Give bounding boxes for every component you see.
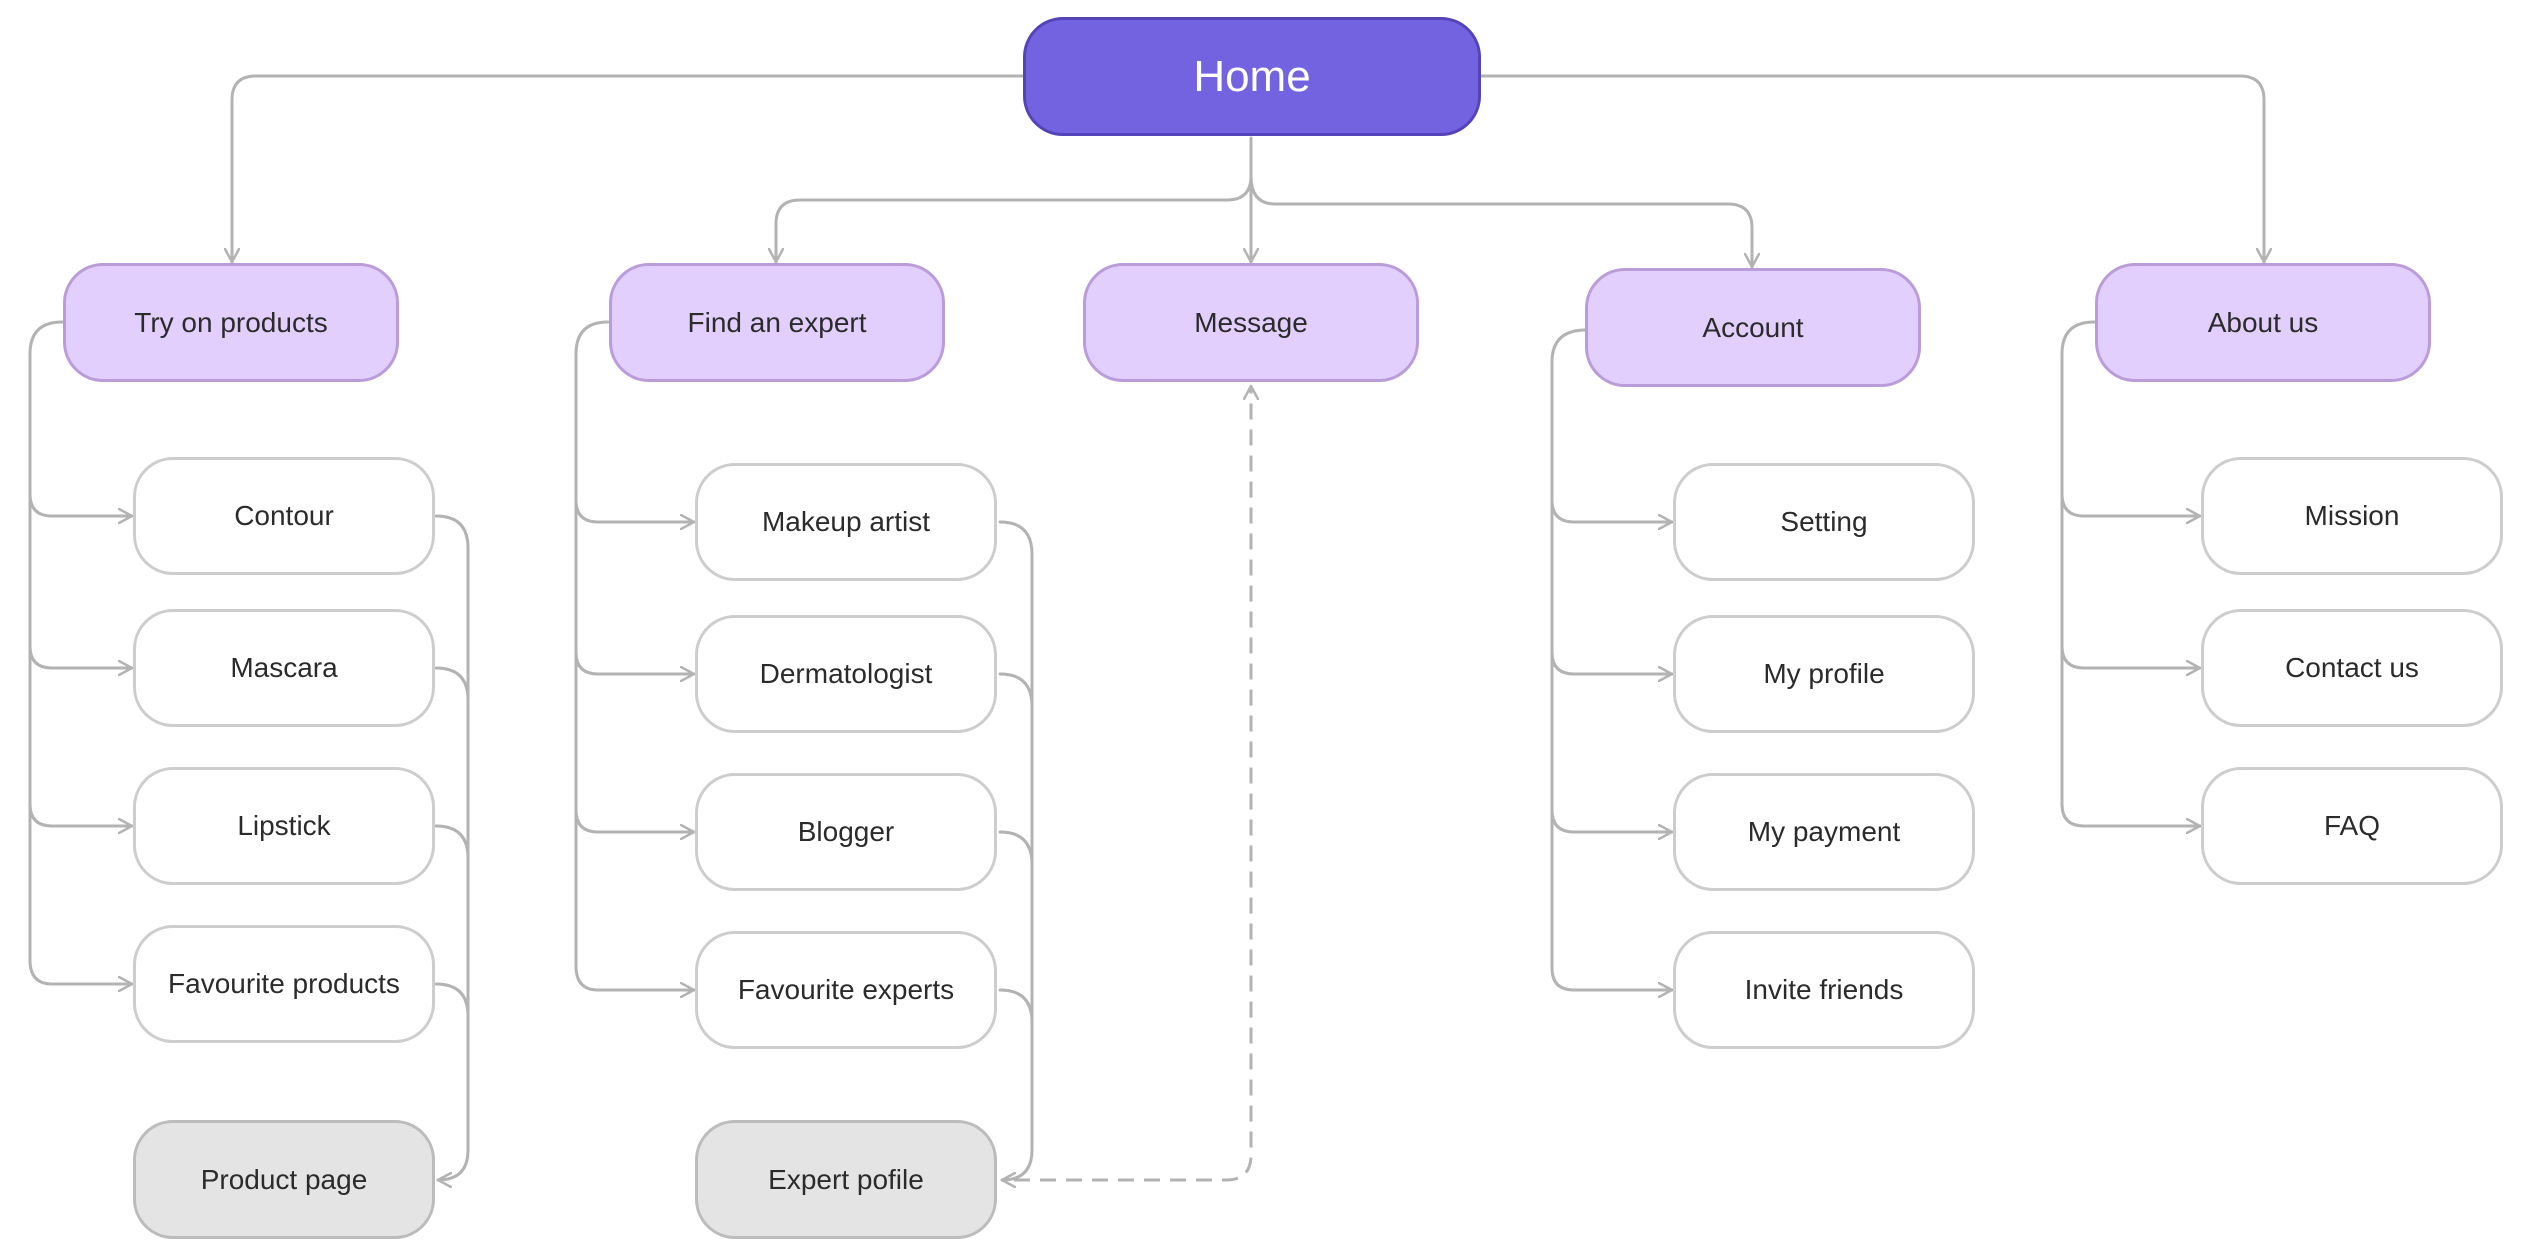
contact-us-node: Contact us: [2201, 609, 2503, 727]
connector-to-dermatologist: [574, 650, 696, 674]
find-an-expert-label: Find an expert: [687, 306, 867, 338]
my-profile-node: My profile: [1673, 615, 1975, 733]
about-us-label: About us: [2207, 306, 2319, 338]
invite-friends-label: Invite friends: [1744, 974, 1904, 1005]
connector-blogger-to-trunk: [998, 830, 1034, 866]
about-us-node: About us: [2095, 263, 2431, 382]
connector-to-invite-friends: [1550, 966, 1674, 990]
try-on-products-label: Try on products: [134, 306, 328, 338]
message-label: Message: [1194, 306, 1308, 338]
faq-node: FAQ: [2201, 767, 2503, 885]
connector-to-blogger: [574, 808, 696, 832]
contact-us-label: Contact us: [2285, 652, 2419, 683]
home-node: Home: [1023, 17, 1481, 136]
dermatologist-label: Dermatologist: [759, 658, 933, 689]
favourite-experts-node: Favourite experts: [695, 931, 997, 1049]
try-on-products-node: Try on products: [63, 263, 399, 382]
connector-to-mascara: [28, 644, 134, 668]
connector-home-to-account: [1249, 174, 1752, 269]
connector-mascara-to-trunk: [434, 666, 470, 702]
blogger-node: Blogger: [695, 773, 997, 891]
my-payment-label: My payment: [1747, 816, 1901, 847]
connector-to-product-page: [436, 1148, 470, 1180]
faq-label: FAQ: [2323, 810, 2380, 841]
connector-home-to-find-an-expert: [776, 174, 1253, 264]
mascara-label: Mascara: [230, 652, 338, 683]
connector-experts-to-expert-profile-trunk: [998, 520, 1034, 1152]
connector-favourite-products-to-trunk: [434, 982, 470, 1018]
connector-to-faq: [2060, 802, 2202, 826]
connector-try-on-products-trunk: [28, 320, 64, 962]
connector-to-contact-us: [2060, 644, 2202, 668]
message-node: Message: [1083, 263, 1419, 382]
home-label: Home: [1193, 51, 1311, 101]
find-an-expert-node: Find an expert: [609, 263, 945, 382]
connector-favourite-experts-to-trunk: [998, 988, 1034, 1024]
blogger-label: Blogger: [797, 816, 895, 847]
product-page-node: Product page: [133, 1120, 435, 1239]
my-payment-node: My payment: [1673, 773, 1975, 891]
setting-node: Setting: [1673, 463, 1975, 581]
product-page-label: Product page: [200, 1163, 368, 1195]
lipstick-label: Lipstick: [237, 810, 331, 841]
connector-to-makeup-artist: [574, 498, 696, 522]
connector-to-expert-profile: [1000, 1148, 1034, 1180]
mascara-node: Mascara: [133, 609, 435, 727]
connector-to-setting: [1550, 498, 1674, 522]
expert-profile-node: Expert pofile: [695, 1120, 997, 1239]
dermatologist-node: Dermatologist: [695, 615, 997, 733]
account-label: Account: [1702, 311, 1804, 343]
connector-to-favourite-products: [28, 958, 134, 984]
makeup-artist-label: Makeup artist: [761, 506, 931, 537]
mission-node: Mission: [2201, 457, 2503, 575]
favourite-experts-label: Favourite experts: [737, 974, 955, 1005]
lipstick-node: Lipstick: [133, 767, 435, 885]
account-node: Account: [1585, 268, 1921, 387]
mission-label: Mission: [2304, 500, 2400, 531]
connector-to-contour: [28, 492, 134, 516]
connector-account-trunk: [1550, 328, 1588, 970]
contour-label: Contour: [234, 500, 334, 531]
connector-lipstick-to-trunk: [434, 824, 470, 860]
contour-node: Contour: [133, 457, 435, 575]
makeup-artist-node: Makeup artist: [695, 463, 997, 581]
connector-expert-profile-to-message: [1014, 386, 1251, 1182]
connector-find-an-expert-trunk: [574, 320, 610, 968]
connector-to-my-profile: [1550, 650, 1674, 674]
my-profile-label: My profile: [1763, 658, 1885, 689]
favourite-products-node: Favourite products: [133, 925, 435, 1043]
connector-about-us-trunk: [2060, 320, 2096, 806]
connector-items-to-product-page-trunk: [434, 514, 470, 1152]
connector-to-favourite-experts: [574, 964, 696, 990]
connector-to-mission: [2060, 492, 2202, 516]
setting-label: Setting: [1780, 506, 1868, 537]
connector-home-to-try-on-products: [232, 74, 1026, 264]
favourite-products-label: Favourite products: [168, 968, 400, 999]
expert-profile-label: Expert pofile: [768, 1163, 924, 1195]
invite-friends-node: Invite friends: [1673, 931, 1975, 1049]
connector-home-to-about-us: [1478, 74, 2264, 264]
connector-dermatologist-to-trunk: [998, 672, 1034, 708]
connector-to-my-payment: [1550, 808, 1674, 832]
connector-to-lipstick: [28, 802, 134, 826]
